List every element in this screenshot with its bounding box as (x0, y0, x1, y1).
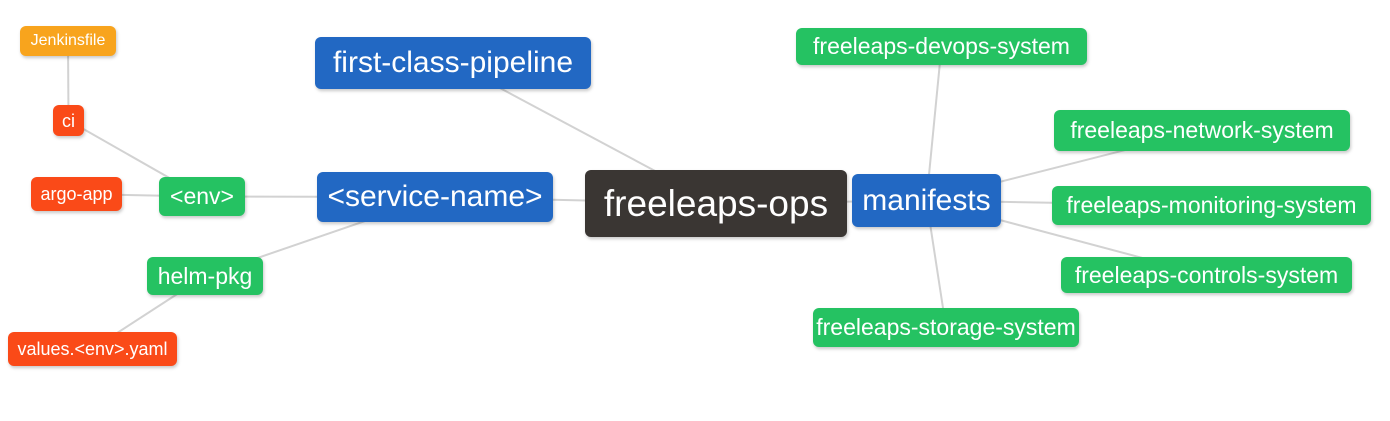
mindmap-node-helm-pkg[interactable]: helm-pkg (147, 257, 263, 295)
mindmap-node-env[interactable]: <env> (159, 177, 245, 216)
mindmap-node-freeleaps-monitoring-system[interactable]: freeleaps-monitoring-system (1052, 186, 1371, 225)
mindmap-node-freeleaps-devops-system[interactable]: freeleaps-devops-system (796, 28, 1087, 65)
mindmap-node-freeleaps-network-system[interactable]: freeleaps-network-system (1054, 110, 1350, 151)
mindmap-node-argo-app[interactable]: argo-app (31, 177, 122, 211)
mindmap-node-freeleaps-ops[interactable]: freeleaps-ops (585, 170, 847, 237)
mindmap-node-freeleaps-storage-system[interactable]: freeleaps-storage-system (813, 308, 1079, 347)
mindmap-node-values-env-yaml[interactable]: values.<env>.yaml (8, 332, 177, 366)
mindmap-node-ci[interactable]: ci (53, 105, 84, 136)
mindmap-node-service-name[interactable]: <service-name> (317, 172, 553, 222)
mindmap-node-jenkinsfile[interactable]: Jenkinsfile (20, 26, 116, 56)
mindmap-node-first-class-pipeline[interactable]: first-class-pipeline (315, 37, 591, 89)
mindmap-node-freeleaps-controls-system[interactable]: freeleaps-controls-system (1061, 257, 1352, 293)
mindmap-node-manifests[interactable]: manifests (852, 174, 1001, 227)
